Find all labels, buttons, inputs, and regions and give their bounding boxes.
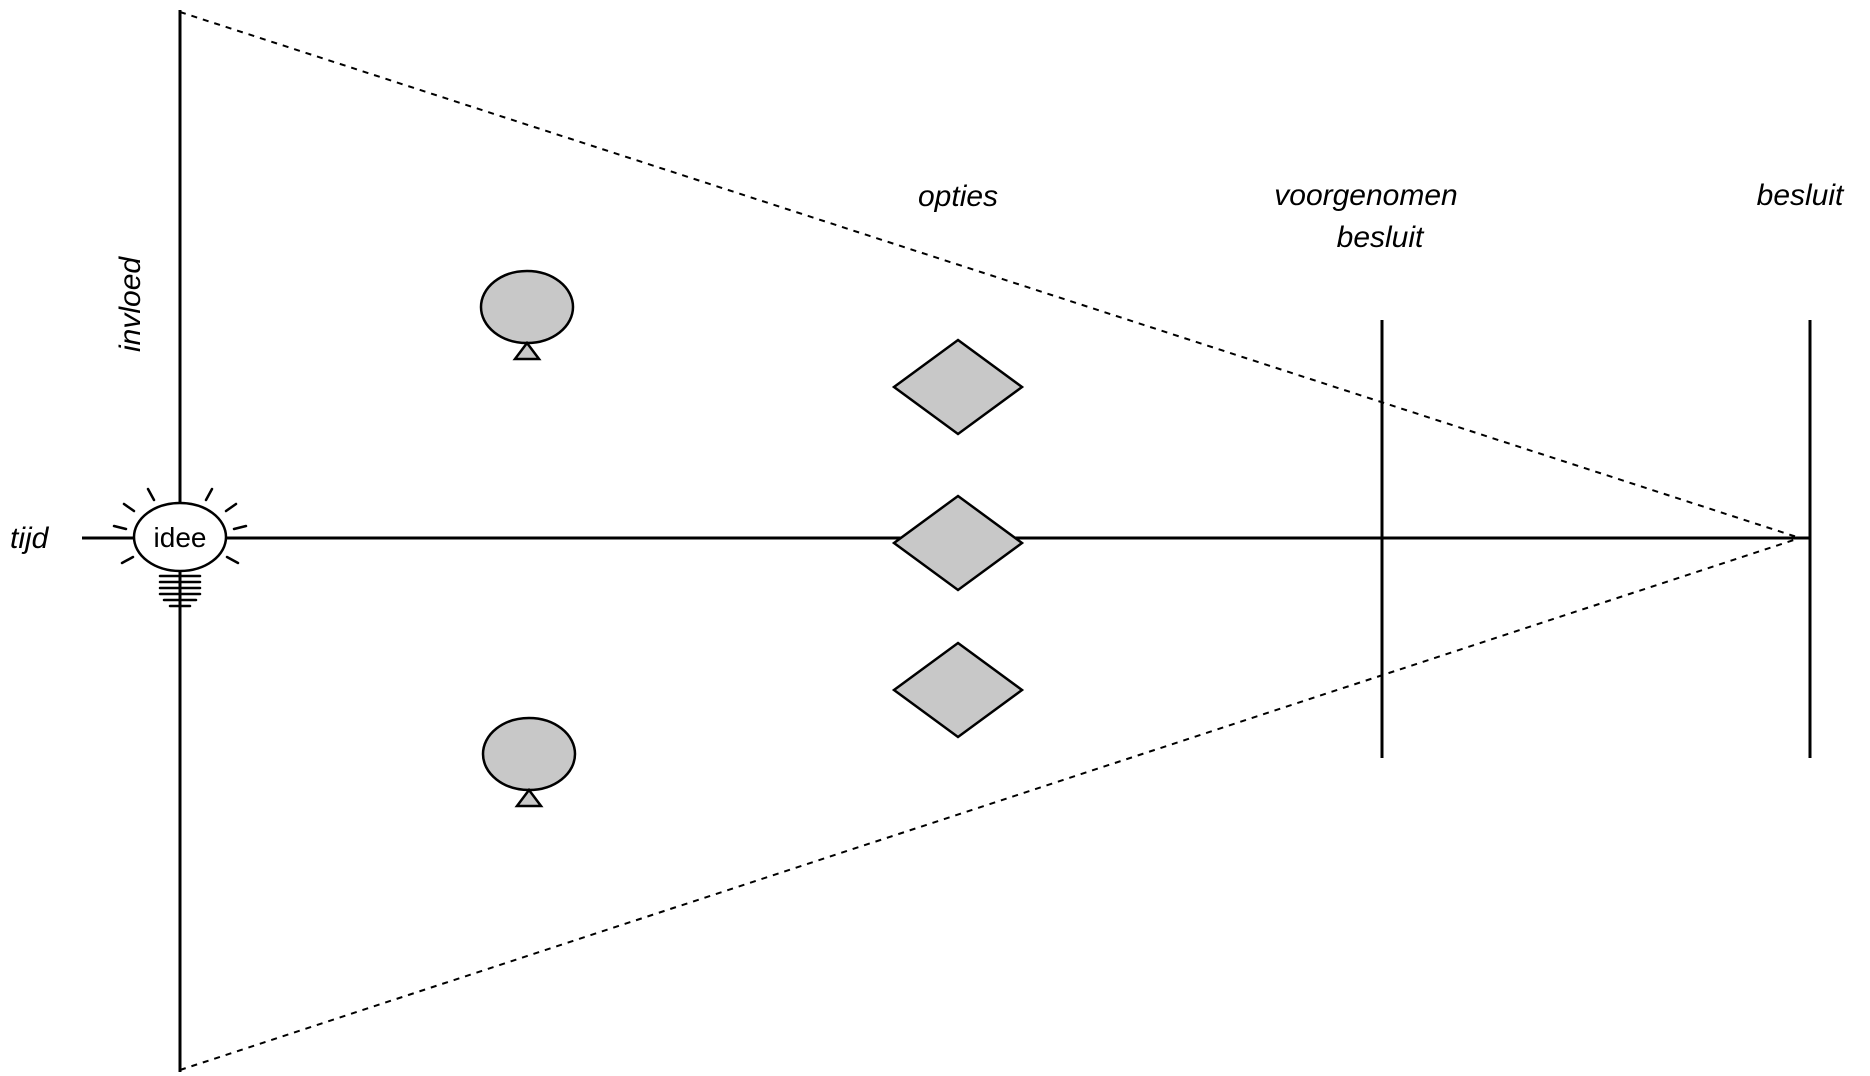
option-diamond-middle bbox=[891, 494, 1025, 592]
influence-axis-label: invloed bbox=[114, 256, 147, 352]
decision-label: besluit bbox=[1757, 179, 1845, 212]
funnel-lower-line bbox=[179, 537, 1801, 1071]
option-diamond-lower bbox=[891, 641, 1025, 739]
lightbulb-icon: idee bbox=[112, 482, 248, 608]
balloon-upper bbox=[479, 269, 575, 361]
time-axis-label: tijd bbox=[10, 522, 50, 555]
options-label: opties bbox=[918, 180, 998, 213]
intended-decision-label-line2: besluit bbox=[1337, 221, 1425, 254]
balloon-lower bbox=[481, 716, 577, 808]
funnel-upper-line bbox=[179, 11, 1801, 539]
intended-decision-label-line1: voorgenomen bbox=[1274, 179, 1457, 212]
idea-label: idee bbox=[154, 522, 207, 553]
option-diamond-upper bbox=[891, 338, 1025, 436]
